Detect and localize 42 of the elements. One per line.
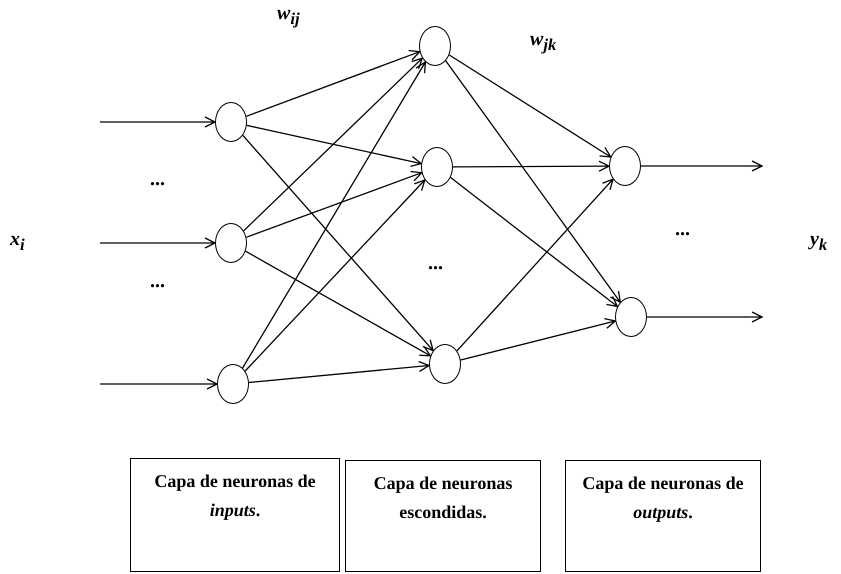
neuron-circle [429, 344, 461, 384]
arrow [100, 116, 216, 128]
arrow [453, 160, 610, 172]
weight-label: w$_{jk}$ [530, 28, 556, 55]
arrow [243, 58, 423, 232]
arrow [242, 134, 434, 352]
layer-caption: Capa de neuronas de inputs. [153, 470, 317, 522]
arrow [245, 250, 432, 356]
ellipsis: ... [150, 168, 165, 191]
arrow [460, 318, 616, 361]
layer-caption: Capa de neuronas escondidas. [372, 472, 514, 524]
weight-label: w$_{ij}$ [277, 2, 300, 29]
variable-label: x$_{i}$ [10, 228, 25, 255]
neuron-circle [615, 297, 647, 337]
variable-label: y$_{k}$ [810, 228, 828, 255]
neuron-circle [609, 146, 641, 186]
neuron-circle [419, 26, 451, 66]
ellipsis: ... [428, 252, 443, 275]
arrow [248, 360, 430, 384]
neuron-circle [421, 147, 453, 187]
neuron-circle [217, 364, 249, 404]
layer-caption: Capa de neuronas de outputs. [581, 472, 745, 524]
neuron-circle [215, 102, 247, 142]
arrow [100, 237, 216, 249]
arrow [246, 50, 420, 117]
arrow [445, 60, 621, 303]
layer-box [345, 460, 541, 572]
arrow [242, 61, 426, 368]
arrow [246, 124, 422, 167]
arrow [450, 176, 618, 308]
arrow [100, 378, 218, 390]
arrow [246, 170, 422, 238]
arrow [244, 179, 426, 372]
arrow [641, 160, 763, 172]
arrow [448, 54, 612, 158]
arrow [647, 311, 763, 323]
layer-box [565, 460, 761, 572]
ellipsis: ... [675, 218, 690, 241]
layer-box [130, 458, 340, 572]
neuron-circle [215, 223, 247, 263]
arrow [456, 178, 614, 352]
ellipsis: ... [150, 270, 165, 293]
